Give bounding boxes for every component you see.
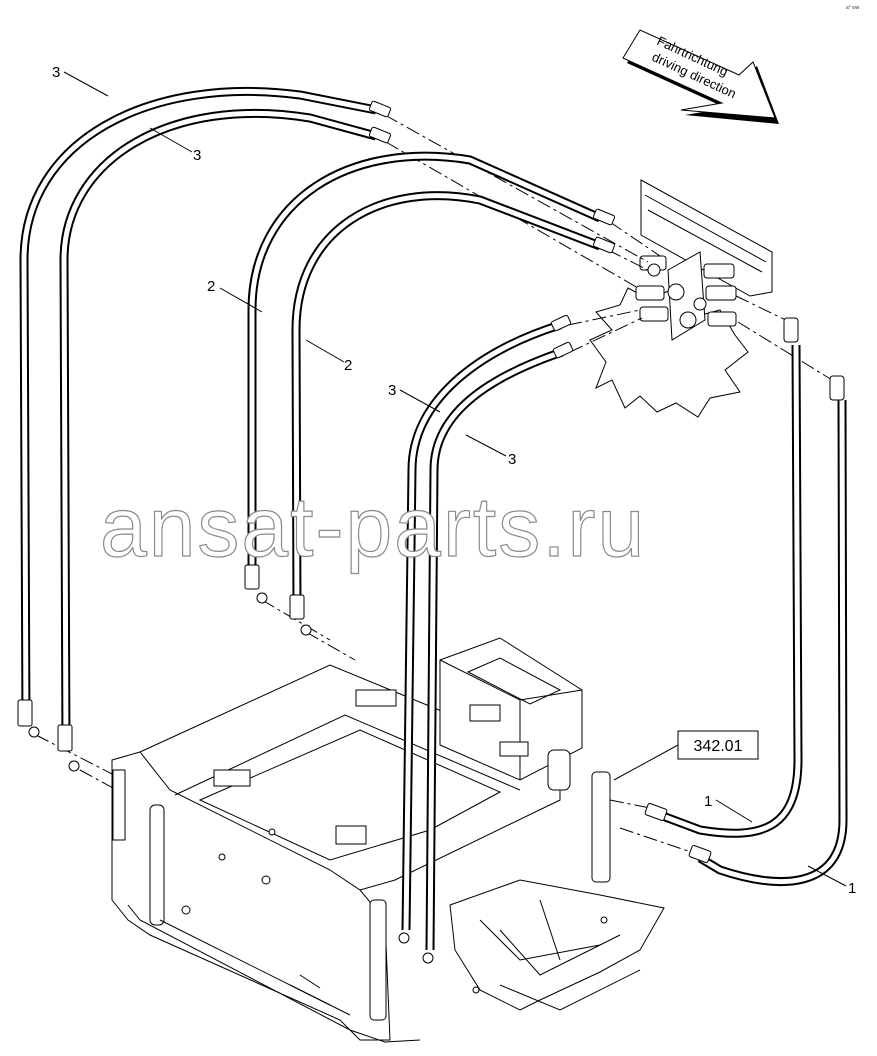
fitting [592, 236, 616, 254]
fitting [422, 952, 434, 964]
callout-numbers: 3 3 2 2 3 3 1 1 [52, 64, 856, 897]
fitting [644, 803, 668, 821]
fitting [398, 932, 410, 944]
fitting [783, 317, 799, 343]
valve-fitting-group [635, 255, 737, 329]
hose-1-lower [697, 399, 848, 886]
callout-hose-2: 2 [207, 278, 215, 295]
callout-hose-3: 3 [508, 451, 516, 468]
hose-1-upper [658, 344, 803, 838]
callout-hose-2: 2 [344, 357, 352, 374]
fitting [244, 564, 260, 590]
fitting [368, 126, 392, 144]
machine-frame [111, 637, 665, 1043]
hose-3-top-inner [59, 108, 378, 749]
callout-hose-1: 1 [848, 880, 856, 897]
fitting [368, 100, 392, 118]
reference-box: 342.01 [677, 730, 759, 760]
callout-hose-1: 1 [704, 793, 712, 810]
watermark: ansat-parts.ru [100, 480, 646, 574]
hose-2-outer [247, 151, 602, 585]
fitting [289, 594, 305, 620]
hose-lines [19, 87, 848, 951]
fitting [17, 699, 33, 727]
fitting [68, 760, 80, 772]
reference-label: 342.01 [694, 738, 743, 755]
hose-fittings [17, 100, 845, 964]
hose-3-front-outer [401, 320, 562, 931]
fitting [28, 726, 40, 738]
fitting [592, 208, 616, 226]
callout-hose-3: 3 [52, 64, 60, 81]
fitting [550, 314, 572, 332]
fitting [57, 724, 73, 752]
fitting [552, 341, 574, 359]
driving-direction-arrow: Fahrtrichtung driving direction [622, 29, 779, 124]
callout-hose-3: 3 [388, 382, 396, 399]
valve-block-assembly [589, 179, 773, 418]
callout-hose-3: 3 [193, 147, 201, 164]
hose-2-inner [291, 191, 602, 613]
hose-3-top-outer [19, 87, 377, 726]
corner-mark: a° ww [846, 5, 860, 11]
fitting [256, 592, 268, 604]
fitting [829, 375, 845, 401]
fitting [688, 845, 712, 863]
hose-3-front-inner [425, 347, 564, 951]
callout-leaders [63, 71, 847, 887]
fitting [300, 624, 312, 636]
